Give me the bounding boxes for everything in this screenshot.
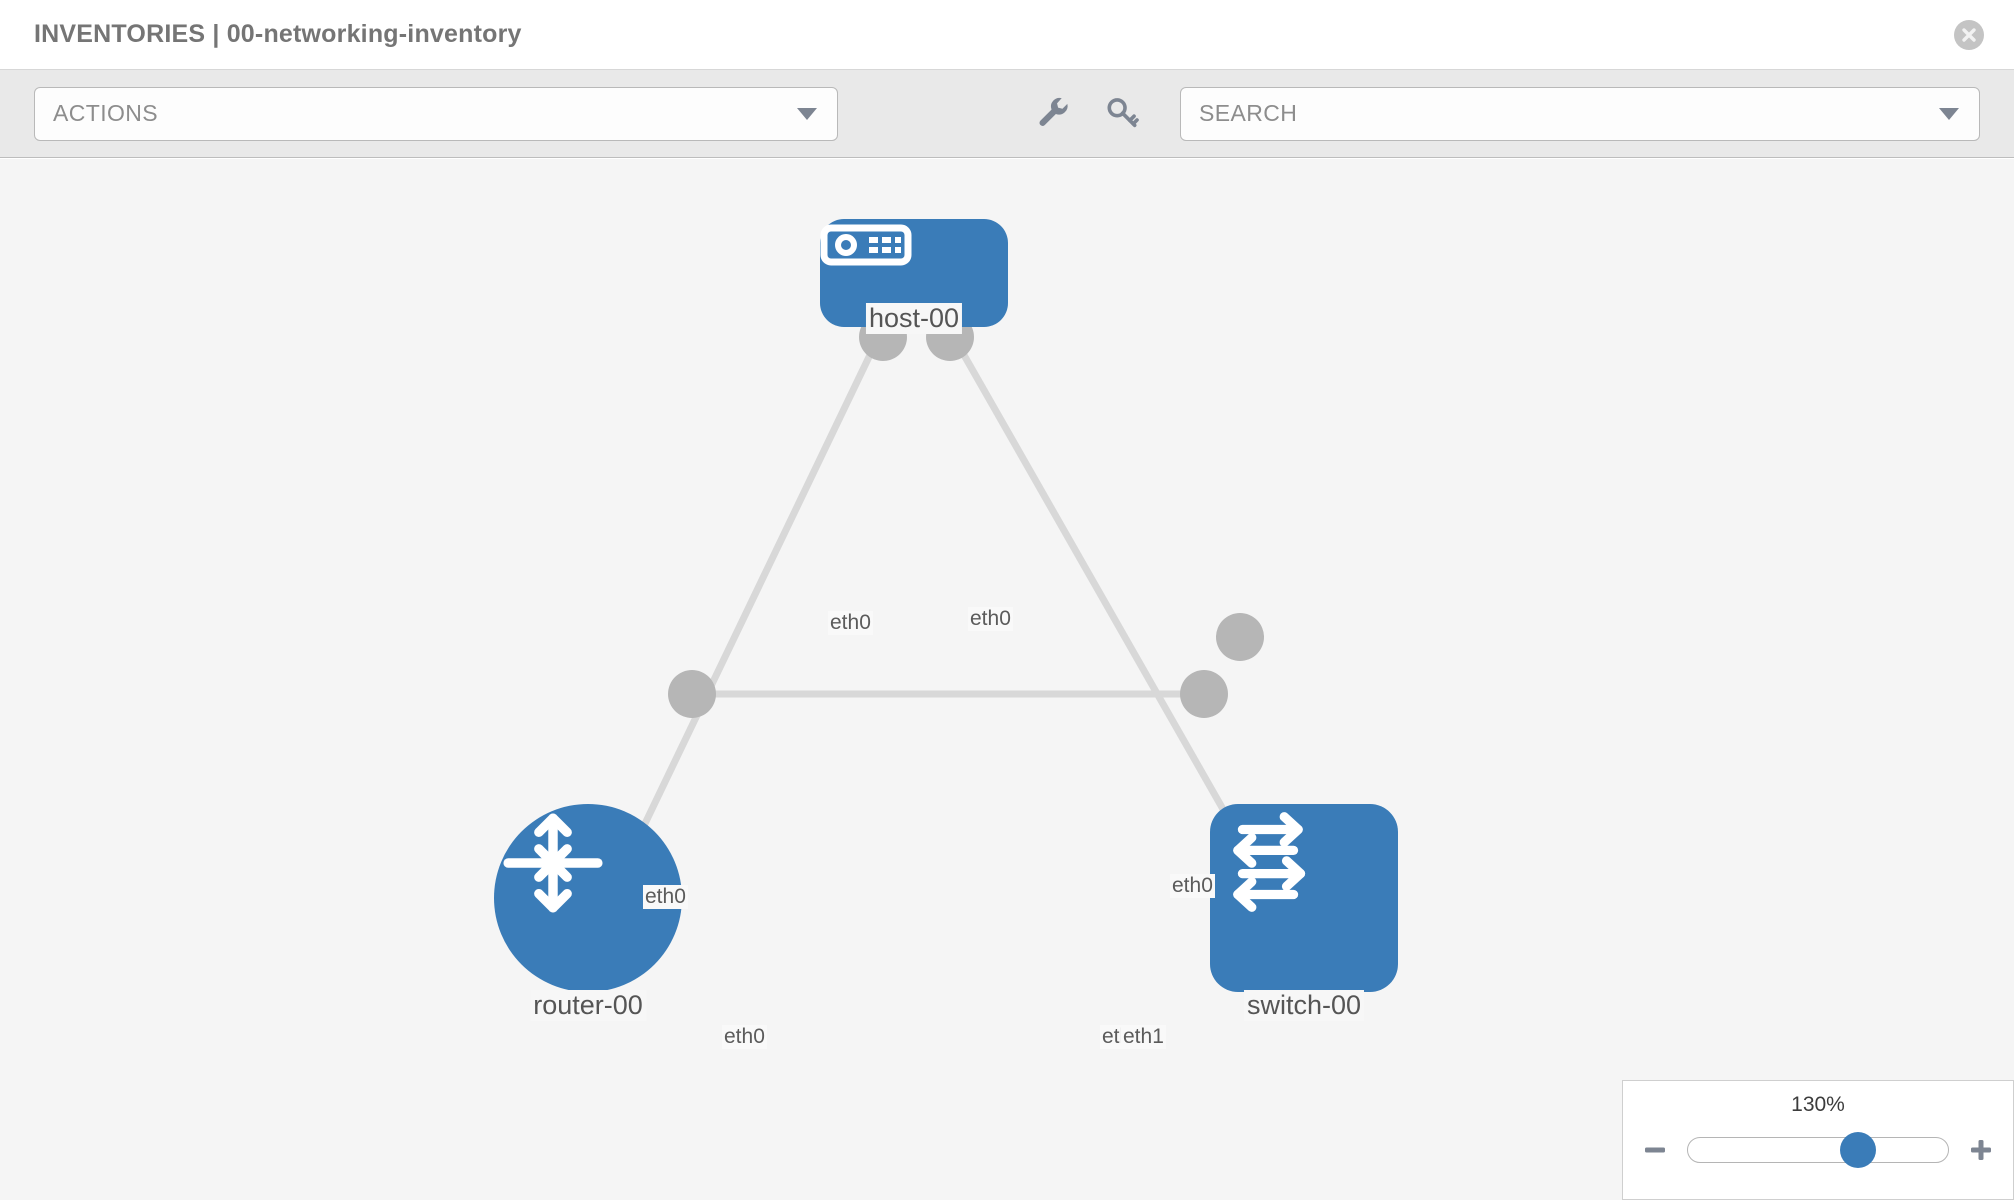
toolbar: ACTIONS SEARCH (0, 70, 2014, 158)
link-host-router (624, 332, 884, 861)
zoom-control-panel: 130% (1622, 1080, 2014, 1200)
node-label: switch-00 (1243, 990, 1365, 1021)
router-arrows-icon (503, 813, 603, 913)
edge-label-router-eth0: eth0 (722, 1025, 767, 1050)
key-icon[interactable] (1106, 94, 1140, 133)
server-icon (820, 224, 912, 266)
search-placeholder: SEARCH (1199, 100, 1298, 126)
wrench-icon[interactable] (1036, 94, 1070, 133)
zoom-slider-row (1623, 1129, 2013, 1171)
node-label: host-00 (865, 303, 963, 334)
edge-label-switch-eth1: eth1 (1121, 1025, 1166, 1050)
zoom-in-button[interactable] (1967, 1136, 1995, 1164)
zoom-level-value: 130% (1791, 1093, 1845, 1116)
window-header: INVENTORIES | 00-networking-inventory (0, 0, 2014, 70)
connector-switch-left (1180, 670, 1228, 718)
chevron-down-icon (1939, 107, 1959, 120)
zoom-slider[interactable] (1687, 1132, 1949, 1168)
topology-canvas[interactable]: host-00 router-00 (0, 159, 2014, 1200)
toolbar-icon-group (1036, 94, 1140, 133)
edge-label-host-left: eth0 (828, 611, 873, 636)
connector-router-right (668, 670, 716, 718)
edge-label-router-uplink: eth0 (643, 885, 688, 910)
edge-label-host-right: eth0 (968, 607, 1013, 632)
chevron-down-icon (797, 107, 817, 120)
edge-label-switch-uplink: eth0 (1170, 874, 1215, 899)
close-icon[interactable] (1954, 19, 1984, 50)
actions-dropdown[interactable]: ACTIONS (34, 86, 838, 141)
switch-node-shape (1210, 804, 1398, 992)
zoom-out-button[interactable] (1641, 1136, 1669, 1164)
connector-switch-top (1216, 613, 1264, 661)
page-title: INVENTORIES | 00-networking-inventory (34, 20, 522, 48)
switch-arrows-icon (1233, 812, 1306, 912)
actions-dropdown-label: ACTIONS (53, 100, 159, 126)
search-input[interactable]: SEARCH (1180, 86, 1980, 141)
topology-node-host-00[interactable]: host-00 (820, 219, 1008, 334)
link-host-switch (948, 332, 1244, 841)
zoom-slider-thumb[interactable] (1840, 1132, 1876, 1168)
node-label: router-00 (530, 990, 646, 1021)
topology-node-switch-00[interactable]: switch-00 (1210, 804, 1398, 1021)
